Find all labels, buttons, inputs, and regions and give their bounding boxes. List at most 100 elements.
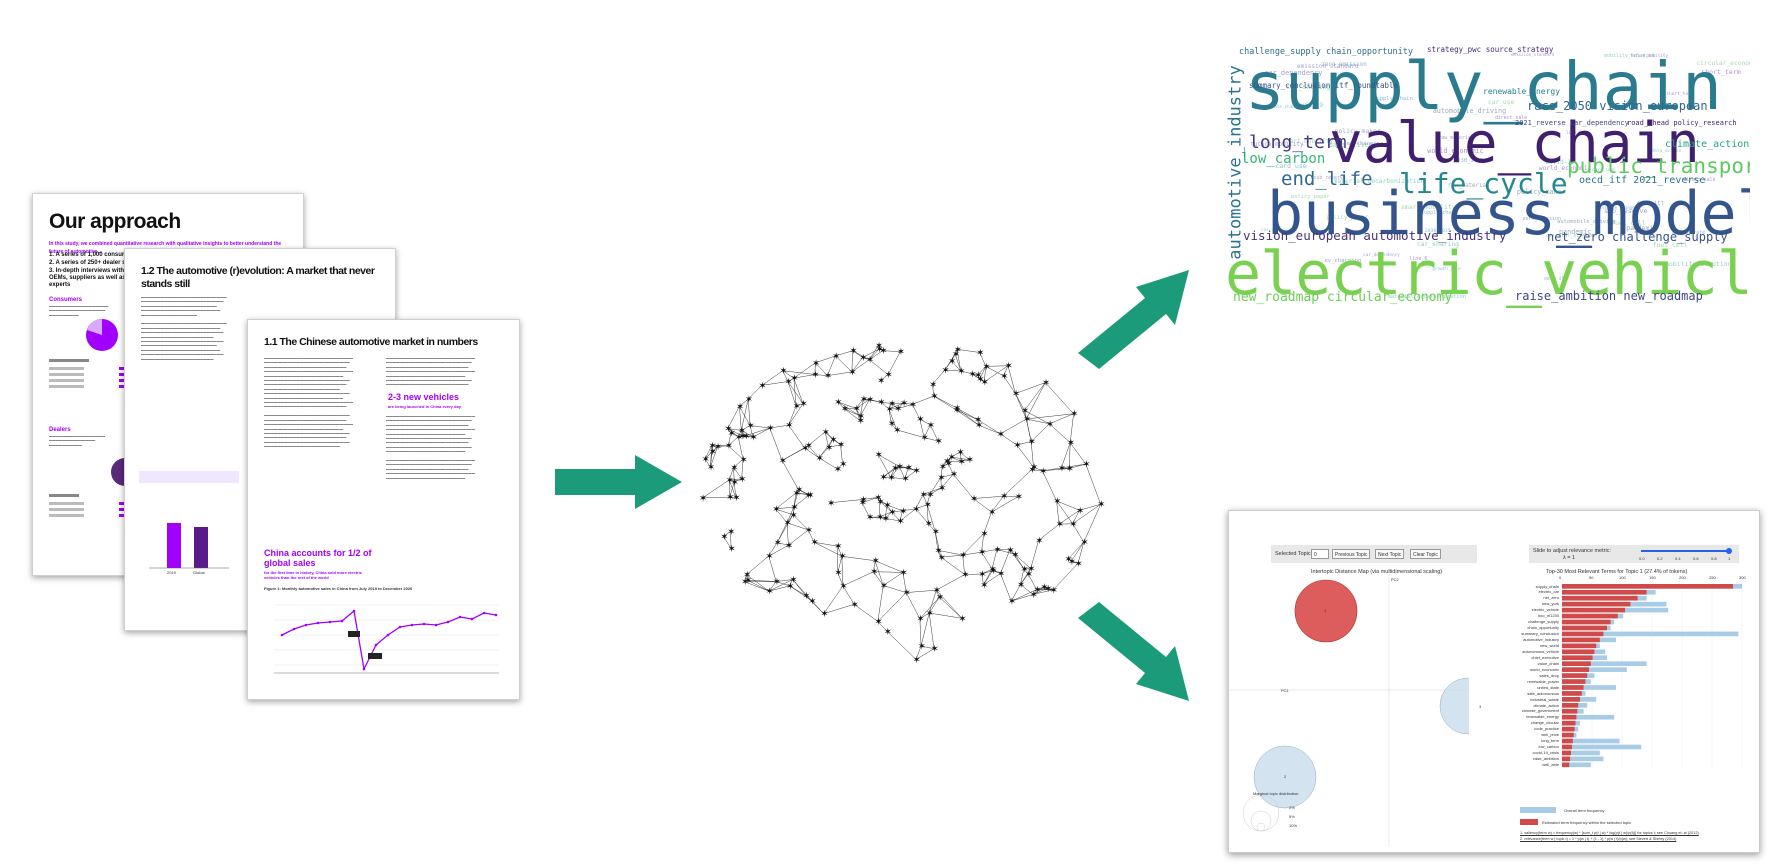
term-label[interactable]: supply_chain <box>1535 583 1559 589</box>
term-label[interactable]: raise_ambition <box>1532 756 1559 762</box>
network-edge <box>1038 523 1060 541</box>
network-edge <box>1056 500 1060 525</box>
term-label[interactable]: new_world <box>1539 643 1559 648</box>
network-node: ✶ <box>901 474 909 485</box>
network-node: ✶ <box>888 507 896 518</box>
word-cloud-minor-term: mobility_solution <box>1664 260 1732 269</box>
topic-1-circle[interactable] <box>1294 579 1358 643</box>
term-label[interactable]: industrial_waste <box>1530 696 1559 702</box>
network-edge <box>1045 382 1074 414</box>
term-label[interactable]: renewable_power <box>1527 678 1559 684</box>
network-node: ✶ <box>993 545 1001 556</box>
network-edge <box>977 419 979 426</box>
term-label[interactable]: value_chain <box>1537 660 1559 666</box>
term-label[interactable]: covid-19_crisis <box>1532 750 1559 756</box>
word-cloud-minor-term: mobility_solution <box>1604 53 1655 60</box>
network-edge <box>862 497 878 500</box>
network-edge <box>738 435 746 438</box>
network-node: ✶ <box>989 566 997 577</box>
network-edge <box>1072 510 1080 524</box>
network-node: ✶ <box>1015 492 1023 503</box>
term-label[interactable]: chief_executive <box>1531 654 1559 660</box>
clear-topic-button[interactable]: Clear Topic <box>1410 549 1441 559</box>
network-edge <box>752 427 770 438</box>
overall-frequency-bar <box>1562 667 1627 672</box>
network-edge <box>941 474 954 488</box>
network-edge <box>1024 410 1050 425</box>
previous-topic-button[interactable]: Previous Topic <box>1332 549 1371 559</box>
footnote-relevance[interactable]: 2. relevance(term w | topic t) = λ * p(w… <box>1520 837 1677 841</box>
network-node: ✶ <box>934 546 942 557</box>
network-edge <box>1056 500 1080 511</box>
relevance-slider[interactable] <box>1637 547 1737 563</box>
word-cloud-minor-term: growth_rate <box>1432 266 1461 272</box>
network-edge <box>1011 584 1021 602</box>
term-label[interactable]: united_state <box>1537 684 1559 690</box>
network-edge <box>1042 468 1070 472</box>
network-edge <box>739 398 749 407</box>
network-edge <box>919 418 931 426</box>
network-node: ✶ <box>790 510 798 521</box>
term-label[interactable]: sales_drop <box>1539 672 1559 678</box>
network-node: ✶ <box>976 375 984 386</box>
network-edge <box>915 504 928 510</box>
network-edge <box>789 585 812 602</box>
network-node: ✶ <box>874 617 882 628</box>
term-label[interactable]: well_able <box>1542 762 1559 767</box>
footnote-saliency[interactable]: 1. saliency(term w) = frequency(w) * [su… <box>1520 831 1699 835</box>
network-edge <box>947 463 954 475</box>
word-cloud-minor-term: future_mobility <box>1250 141 1304 148</box>
network-edge <box>814 374 828 376</box>
network-edge <box>723 536 732 549</box>
term-label[interactable]: well_price <box>1541 732 1559 738</box>
overall-frequency-bar <box>1562 661 1647 666</box>
term-label[interactable]: automotive_industry <box>1523 637 1559 643</box>
slider-tick: 0.2 <box>1657 556 1663 561</box>
network-edge <box>827 355 836 376</box>
term-label[interactable]: new_york <box>1541 601 1559 607</box>
network-node: ✶ <box>1064 555 1072 566</box>
term-label[interactable]: electric_vehicle <box>1531 607 1559 613</box>
term-label[interactable]: code_practice <box>1534 726 1559 732</box>
term-label[interactable]: autonomous_vehicle <box>1522 648 1559 654</box>
term-label[interactable]: climate_action <box>1533 702 1559 708</box>
word-cloud-minor-term: direct_sale <box>1494 115 1528 122</box>
term-label[interactable]: koo_tri1230 <box>1538 613 1559 619</box>
network-edge <box>926 504 929 524</box>
word-cloud-term: climate_action <box>1665 139 1750 150</box>
network-edge <box>904 467 909 479</box>
term-label[interactable]: renewable_energy <box>1526 714 1559 720</box>
term-label[interactable]: safe_autonomous <box>1527 690 1559 696</box>
network-node: ✶ <box>709 447 717 458</box>
word-cloud-minor-term: raw_material <box>1447 182 1490 189</box>
term-label[interactable]: net_zero <box>1543 595 1559 601</box>
word-cloud-term: 2021_reverse car_dependency <box>1515 119 1629 127</box>
word-cloud-minor-term: supply_chain <box>1421 210 1458 217</box>
selected-topic-input[interactable]: 0 <box>1311 549 1329 559</box>
topic-3-circle[interactable] <box>1439 677 1469 735</box>
network-edge <box>915 508 929 524</box>
topic-2-circle[interactable] <box>1253 745 1317 809</box>
network-node: ✶ <box>1020 564 1028 575</box>
network-node: ✶ <box>875 341 883 352</box>
term-label[interactable]: summary_conclusion <box>1521 631 1559 637</box>
brain-network-graph: ✶✶✶✶✶✶✶✶✶✶✶✶✶✶✶✶✶✶✶✶✶✶✶✶✶✶✶✶✶✶✶✶✶✶✶✶✶✶✶✶… <box>699 341 1106 666</box>
network-edge <box>947 456 952 464</box>
term-label[interactable]: change_circular <box>1530 720 1559 726</box>
next-topic-button[interactable]: Next Topic <box>1375 549 1405 559</box>
network-node: ✶ <box>937 553 945 564</box>
network-edge <box>787 381 797 407</box>
network-node: ✶ <box>1044 584 1052 595</box>
network-edge <box>828 444 841 448</box>
term-label[interactable]: world_economic <box>1530 666 1559 672</box>
network-edge <box>747 579 770 592</box>
network-edge <box>863 398 881 403</box>
term-label[interactable]: challenge_supply <box>1528 619 1559 625</box>
network-node: ✶ <box>859 495 867 506</box>
term-label[interactable]: low_carbon <box>1538 744 1559 750</box>
term-label[interactable]: chain_opportunity <box>1527 625 1559 631</box>
term-label[interactable]: chinese_government <box>1521 708 1559 714</box>
term-label[interactable]: long_term <box>1541 738 1559 744</box>
term-label[interactable]: electric_car <box>1538 589 1559 595</box>
network-node: ✶ <box>943 457 951 468</box>
